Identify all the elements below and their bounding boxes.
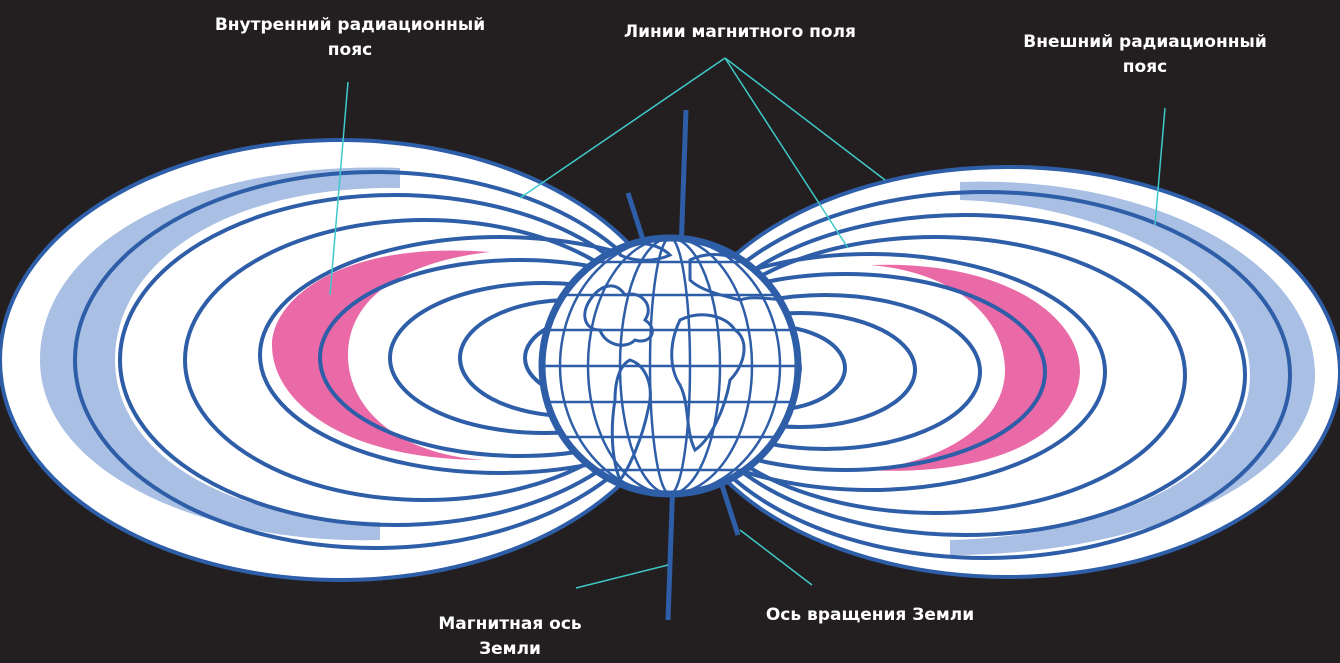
right-field-line: [670, 252, 1107, 492]
right-field-line: [670, 272, 1047, 472]
left-field-line: [118, 193, 670, 527]
magnetic-axis-label-line1: Магнитная ось: [438, 614, 582, 634]
inner-belt-label: Внутренний радиационный пояс: [170, 13, 530, 63]
rotation-axis-label-text: Ось вращения Земли: [765, 605, 975, 625]
leader-lines: [329, 57, 1166, 589]
leader-magnetic-axis: [575, 564, 669, 589]
left-field-line: [73, 170, 670, 550]
left-outer-belt: [40, 167, 400, 541]
leader-outer-belt: [1154, 107, 1166, 226]
rotation-axis-label: Ось вращения Земли: [700, 603, 1040, 628]
outer-belt-label-line1: Внешний радиационный: [1023, 32, 1267, 52]
left-field-line: [388, 281, 670, 435]
left-field-line: [258, 235, 670, 475]
leader-rotation-axis: [739, 529, 813, 586]
inner-belt-label-line1: Внутренний радиационный: [214, 15, 486, 35]
right-field-line: [670, 293, 982, 451]
left-field-line: [318, 258, 670, 458]
left-inner-belt: [272, 250, 490, 460]
magnetic-axis-label: Магнитная ось Земли: [380, 612, 640, 662]
leader-field-line-1: [519, 57, 726, 199]
leader-field-line-2: [724, 57, 849, 249]
field-lines-label: Линии магнитного поля: [560, 20, 920, 45]
right-outer-belt: [950, 181, 1315, 556]
outer-belt-label-line2: пояс: [1122, 57, 1168, 77]
inner-belt-label-line2: пояс: [327, 40, 373, 60]
earth-globe: [538, 234, 802, 498]
leader-field-line-3: [724, 57, 886, 181]
field-lines-label-text: Линии магнитного поля: [624, 22, 856, 42]
magnetic-axis-label-line2: Земли: [479, 639, 541, 659]
leader-inner-belt: [329, 81, 349, 296]
outer-belt-label: Внешний радиационный пояс: [965, 30, 1325, 80]
right-inner-belt: [865, 264, 1080, 471]
right-lobe: [670, 165, 1340, 579]
